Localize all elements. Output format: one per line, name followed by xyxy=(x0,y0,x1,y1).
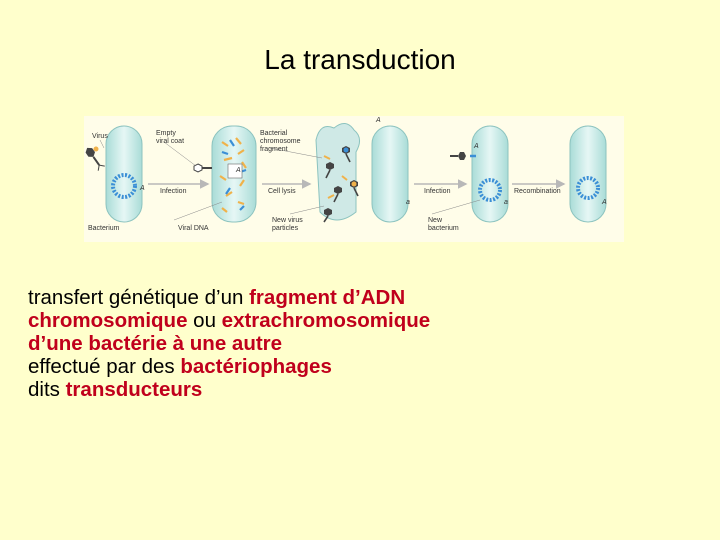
definition-line-4: effectué par des bactériophages xyxy=(28,355,332,378)
transduction-diagram-svg: Virus Empty viral coat Bacterial chromos… xyxy=(85,117,607,232)
label-allele-A-6: A xyxy=(601,199,607,206)
cell-2 xyxy=(193,125,257,223)
label-empty-coat-1: Empty xyxy=(156,130,176,137)
highlight-chromosomique: chromosomique xyxy=(28,309,188,332)
label-recombination: Recombination xyxy=(514,188,561,195)
definition-line-5: dits transducteurs xyxy=(28,378,203,401)
definition-text: transfert génétique d’un fragment d’ADN … xyxy=(28,286,688,401)
empty-coat-icon xyxy=(193,163,212,173)
label-empty-coat-2: viral coat xyxy=(156,138,184,145)
label-infection-1: Infection xyxy=(160,188,187,195)
highlight-fragment-adn: fragment d’ADN xyxy=(249,286,406,309)
label-allele-A-3: A xyxy=(375,117,381,124)
cell-1 xyxy=(85,125,143,223)
transduction-diagram: Virus Empty viral coat Bacterial chromos… xyxy=(84,116,624,242)
definition-line-3: d’une bactérie à une autre xyxy=(28,332,688,355)
cell-3-lysis xyxy=(315,123,360,223)
label-allele-A-1: A xyxy=(139,185,145,192)
label-cell-lysis: Cell lysis xyxy=(268,188,296,195)
label-bacterial-1: Bacterial xyxy=(260,130,288,137)
definition-line-1: transfert génétique d’un fragment d’ADN xyxy=(28,286,406,309)
label-viral-dna: Viral DNA xyxy=(178,225,209,232)
label-infection-2: Infection xyxy=(424,188,451,195)
label-bacterial-2: chromosome xyxy=(260,138,301,145)
label-allele-a-5: a xyxy=(504,199,508,206)
highlight-extrachromosomique: extrachromosomique xyxy=(221,309,431,332)
label-new-virus-2: particles xyxy=(272,225,299,232)
definition-line-2: chromosomique ou extrachromosomique xyxy=(28,309,431,332)
label-allele-a-4: a xyxy=(406,199,410,206)
slide-title: La transduction xyxy=(264,44,456,75)
label-virus: Virus xyxy=(92,133,108,140)
chromosome-circle-1 xyxy=(111,173,137,199)
label-bacterium: Bacterium xyxy=(88,225,120,232)
cell-6 xyxy=(569,125,607,223)
highlight-transducteurs: transducteurs xyxy=(65,378,203,401)
highlight-bacterie: d’une bactérie à une autre xyxy=(28,332,283,355)
phage-icon-5 xyxy=(450,152,466,160)
label-allele-A-2: A xyxy=(235,167,241,174)
cell-5 xyxy=(450,125,509,223)
cell-4 xyxy=(371,125,409,223)
leader-lines xyxy=(99,139,481,221)
label-new-virus-1: New virus xyxy=(272,217,303,224)
label-allele-A-5: A xyxy=(473,143,479,150)
phage-icon-1 xyxy=(85,147,105,171)
label-bacterial-3: fragment xyxy=(260,146,288,153)
label-new-bacterium-2: bacterium xyxy=(428,225,459,232)
highlight-bacteriophages: bactériophages xyxy=(180,355,332,378)
label-new-bacterium-1: New xyxy=(428,217,443,224)
